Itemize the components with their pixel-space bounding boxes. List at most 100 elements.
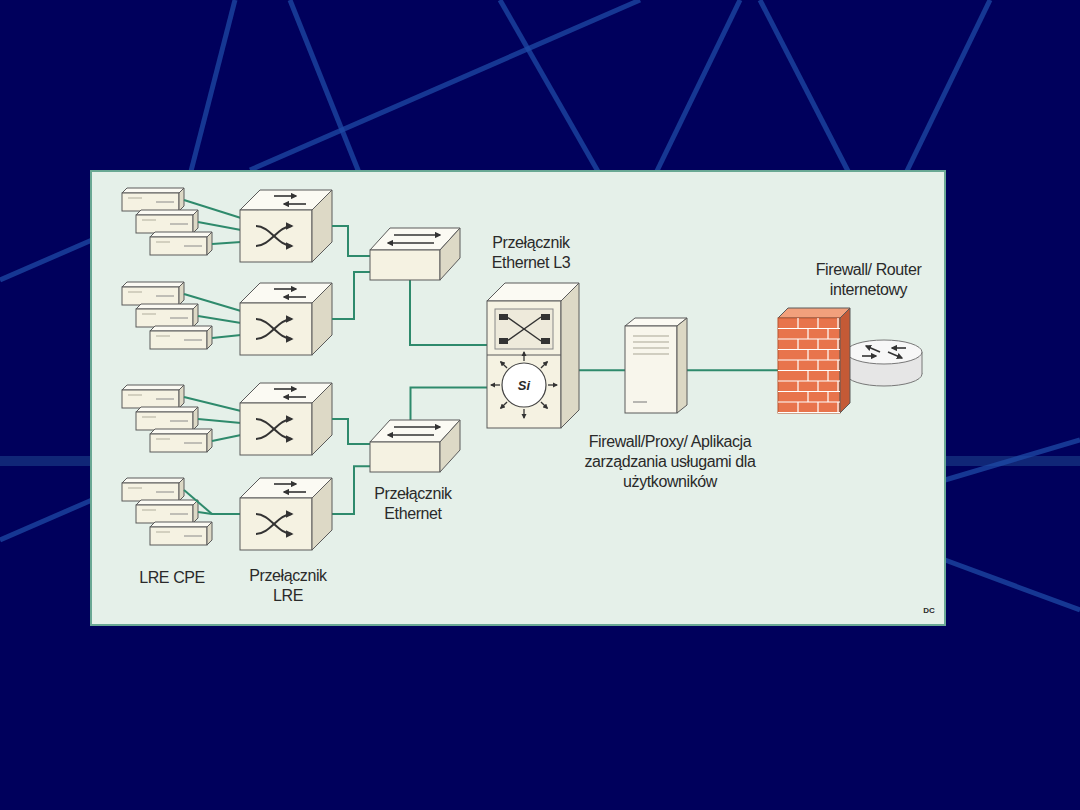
cpe-front	[150, 331, 207, 349]
slide-stripe	[0, 240, 92, 280]
firewall-router-icon	[778, 308, 923, 418]
wall-mortar	[827, 329, 828, 340]
cpe-top	[122, 188, 184, 193]
wall-mortar	[817, 318, 818, 329]
switch-front	[370, 250, 440, 280]
switch-arrow	[284, 491, 306, 493]
wall-mortar	[778, 338, 840, 339]
cpe-detail	[156, 399, 174, 400]
slide-stripe	[760, 0, 850, 175]
wall-mortar	[797, 318, 798, 329]
network-link	[332, 466, 370, 514]
wall-mortar	[837, 360, 838, 371]
cpe-top	[122, 385, 184, 390]
wall-mortar	[827, 371, 828, 382]
cpe-front	[136, 309, 193, 327]
node-text: Przełącznik LRE	[238, 566, 338, 606]
cpe-detail	[156, 532, 170, 533]
ethernet-wire	[332, 419, 370, 444]
cpe-detail	[156, 296, 174, 297]
server-bay	[633, 348, 669, 349]
switch-arrow	[394, 234, 440, 236]
cpe-top	[136, 407, 198, 412]
cpe-side	[193, 210, 198, 233]
router-top	[846, 340, 922, 364]
switch-side	[312, 478, 332, 550]
cpe-detail	[156, 492, 174, 493]
wall-mortar	[778, 349, 840, 350]
cpe-detail	[170, 224, 188, 225]
cpe-wire	[198, 316, 241, 323]
cpe-wire	[198, 512, 212, 514]
cpe-detail	[170, 514, 188, 515]
proxy-server: Firewall/Proxy/ Aplikacja zarządzania us…	[625, 318, 687, 413]
cpe-side	[179, 385, 184, 408]
cpe-detail	[156, 242, 170, 243]
switch-arrow	[256, 419, 292, 439]
network-link	[411, 387, 488, 420]
cpe-front	[150, 434, 207, 452]
ethernet-switch-icon	[370, 420, 460, 475]
cpe-side	[207, 232, 212, 255]
wall-mortar	[817, 360, 818, 371]
cpe-top	[136, 500, 198, 505]
wall-mortar	[807, 371, 808, 382]
l3-engine	[502, 363, 546, 407]
wall-mortar	[837, 339, 838, 350]
switch-side	[440, 228, 460, 280]
cpe-top	[122, 478, 184, 483]
network-link	[687, 369, 778, 371]
uplink-wire	[410, 280, 487, 345]
switch-side	[440, 420, 460, 472]
cpe-side	[193, 304, 198, 327]
wall-mortar	[807, 329, 808, 340]
node-text: Przełącznik Ethernet L3	[476, 233, 586, 273]
wall-mortar	[827, 350, 828, 361]
node-label: Firewall/Proxy/ Aplikacja zarządzania us…	[550, 432, 790, 492]
wall-mortar	[778, 412, 840, 413]
switch-arrow	[274, 195, 296, 197]
lre-switch	[240, 383, 332, 455]
l3-switch-icon	[487, 283, 579, 428]
switch-front	[240, 303, 312, 355]
wall-mortar	[817, 402, 818, 413]
l3-side	[561, 283, 579, 428]
wall-mortar	[797, 402, 798, 413]
cpe-detail	[184, 340, 202, 341]
router-arrow	[866, 346, 880, 352]
cpe-wire	[212, 435, 241, 441]
server-bay	[633, 336, 669, 337]
cpe-detail	[128, 292, 142, 293]
cpe-detail	[184, 443, 202, 444]
l3-ray	[523, 352, 524, 361]
credit-mark: DC	[923, 606, 935, 616]
cpe-front	[122, 390, 179, 408]
wall-mortar	[837, 402, 838, 413]
server-front	[625, 326, 677, 413]
l3-cross	[507, 317, 541, 341]
cpe-detail	[156, 439, 170, 440]
cpe-detail	[142, 220, 156, 221]
node-label: Przełącznik Ethernet	[363, 484, 463, 524]
switch-arrow	[256, 514, 292, 534]
cpe-side	[193, 407, 198, 430]
slide-stripe	[655, 0, 740, 175]
firewall-router: Firewall/ Router internetowy	[778, 308, 923, 418]
l3-ray	[548, 384, 557, 385]
proxy-server-icon	[625, 318, 687, 413]
cpe-side	[179, 282, 184, 305]
lre-switch-icon	[240, 478, 332, 550]
wall-mortar	[807, 412, 808, 414]
wall-mortar	[827, 392, 828, 403]
wall-mortar	[817, 339, 818, 350]
node-text: LRE CPE	[122, 568, 222, 588]
slide-stripe	[945, 440, 1080, 480]
switch-front	[370, 442, 440, 472]
cpe-detail	[184, 246, 202, 247]
cpe-top	[150, 326, 212, 331]
cpe-top	[122, 282, 184, 287]
slide-stripe	[0, 500, 92, 540]
switch-arrow	[388, 242, 434, 244]
wall-mortar	[827, 412, 828, 414]
cpe-side	[193, 500, 198, 523]
